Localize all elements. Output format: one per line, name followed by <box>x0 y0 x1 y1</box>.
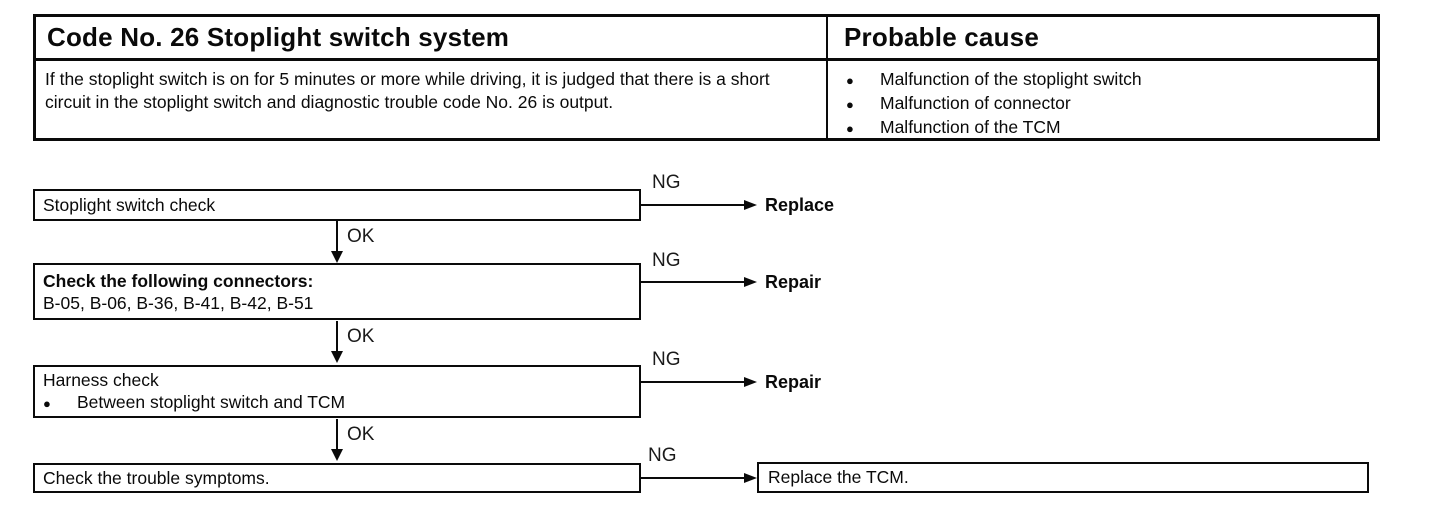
down-arrow-icon <box>331 449 343 461</box>
cause-text: Malfunction of the TCM <box>880 117 1061 137</box>
table-body-row: If the stoplight switch is on for 5 minu… <box>36 61 1377 140</box>
ok-label: OK <box>347 326 375 347</box>
diagnostic-code-table: Code No. 26 Stoplight switch system Prob… <box>33 14 1380 141</box>
ng-arrow-line <box>641 281 745 283</box>
code-title: Code No. 26 Stoplight switch system <box>47 22 510 52</box>
cause-list: ● Malfunction of the stoplight switch ● … <box>828 61 1377 140</box>
down-arrow-icon <box>331 351 343 363</box>
cause-text: Malfunction of the stoplight switch <box>880 69 1142 89</box>
right-arrow-icon <box>744 473 757 483</box>
ok-arrow-line <box>336 419 338 451</box>
down-arrow-icon <box>331 251 343 263</box>
ng-label: NG <box>652 172 681 193</box>
ng-label: NG <box>648 445 677 466</box>
flow-step-stoplight-switch-check: Stoplight switch check <box>33 189 641 221</box>
result-text: Replace the TCM. <box>768 467 909 487</box>
step-title: Stoplight switch check <box>43 195 216 215</box>
step-detail-line: ● Between stoplight switch and TCM <box>43 391 639 415</box>
step-title: Check the following connectors: <box>43 270 314 291</box>
flow-step-harness-check: Harness check ● Between stoplight switch… <box>33 365 641 418</box>
result-box-replace-tcm: Replace the TCM. <box>757 462 1369 493</box>
right-arrow-icon <box>744 377 757 387</box>
ok-arrow-line <box>336 221 338 253</box>
ng-result-repair: Repair <box>765 272 822 292</box>
cause-item: ● Malfunction of the stoplight switch <box>846 68 1377 92</box>
ng-result-replace: Replace <box>765 195 835 215</box>
right-arrow-icon <box>744 277 757 287</box>
probable-cause-header: Probable cause <box>844 22 1039 52</box>
ng-result-repair: Repair <box>765 372 822 392</box>
ng-label: NG <box>652 250 681 271</box>
code-description: If the stoplight switch is on for 5 minu… <box>45 69 770 112</box>
cause-item: ● Malfunction of connector <box>846 92 1377 116</box>
bullet-icon: ● <box>846 73 854 88</box>
step-title: Check the trouble symptoms. <box>43 468 270 488</box>
description-cell: If the stoplight switch is on for 5 minu… <box>36 61 828 140</box>
ok-label: OK <box>347 424 375 445</box>
bullet-icon: ● <box>43 395 51 411</box>
right-arrow-icon <box>744 200 757 210</box>
causes-cell: ● Malfunction of the stoplight switch ● … <box>828 61 1377 140</box>
bullet-icon: ● <box>846 121 854 136</box>
ok-arrow-line <box>336 321 338 353</box>
ng-arrow-line <box>641 204 745 206</box>
step-detail: Between stoplight switch and TCM <box>77 391 346 412</box>
table-header-row: Code No. 26 Stoplight switch system Prob… <box>36 17 1377 61</box>
probable-cause-cell: Probable cause <box>828 17 1377 58</box>
ng-label: NG <box>652 349 681 370</box>
step-detail: B-05, B-06, B-36, B-41, B-42, B-51 <box>43 292 314 313</box>
ng-arrow-line <box>641 477 745 479</box>
flow-step-check-trouble-symptoms: Check the trouble symptoms. <box>33 463 641 493</box>
flow-step-check-connectors: Check the following connectors: B-05, B-… <box>33 263 641 320</box>
cause-item: ● Malfunction of the TCM <box>846 116 1377 140</box>
code-title-cell: Code No. 26 Stoplight switch system <box>36 17 828 58</box>
ok-label: OK <box>347 226 375 247</box>
step-title: Harness check <box>43 369 159 390</box>
cause-text: Malfunction of connector <box>880 93 1071 113</box>
ng-arrow-line <box>641 381 745 383</box>
bullet-icon: ● <box>846 97 854 112</box>
